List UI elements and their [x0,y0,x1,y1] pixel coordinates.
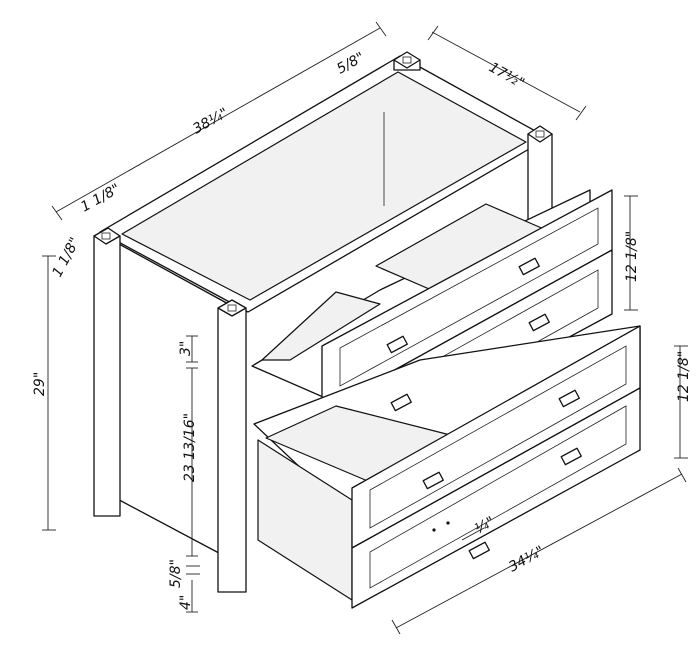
svg-text:4": 4" [178,595,194,610]
dim-lower-drawer-height: 12 1/8" [674,345,692,459]
dim-side-stile: 5/8" [334,49,367,77]
dim-leg-inset: 1 1/8" [49,235,83,280]
svg-text:17½": 17½" [486,60,527,92]
dim-overall-height: 29" [32,255,56,531]
drawer-pull [468,541,490,560]
dim-top-stile: 1 1/8" [78,181,123,216]
drawer-pull [558,389,580,408]
dim-upper-drawer-height: 12 1/8" [624,195,640,311]
dim-top-rail: 3" [178,335,198,363]
drawer-pull [386,335,408,354]
drawer-pull [518,257,540,276]
top-opening [121,71,527,301]
svg-text:3": 3" [178,341,194,356]
dim-opening-height: 23 13/16" [182,367,198,557]
svg-text:1 1/8": 1 1/8" [49,235,83,280]
leg-front-left [217,299,247,593]
lower-drawer-front-bottom [351,387,641,609]
leg-top-rear [393,51,421,71]
dim-bottom-rail: 5/8" [168,559,200,588]
svg-text:34¼": 34¼" [506,543,547,575]
svg-text:29": 29" [32,372,48,396]
drawer-pull [528,313,550,332]
svg-text:12 1/8": 12 1/8" [624,231,640,282]
svg-text:23 13/16": 23 13/16" [182,413,198,482]
drawer-pull [560,447,582,466]
svg-text:1 1/8": 1 1/8" [78,181,123,216]
leg-back-right [527,125,553,233]
svg-text:5/8": 5/8" [168,559,184,588]
upper-drawer-interior-left [261,291,381,361]
svg-text:38¼": 38¼" [190,105,231,137]
drawer-pull [390,393,412,412]
drawer-pull [422,471,444,490]
svg-text:5/8": 5/8" [334,49,367,77]
svg-text:12 1/8": 12 1/8" [676,351,692,402]
leg-back-left [93,227,121,517]
dim-toe-kick: 4" [178,580,198,613]
